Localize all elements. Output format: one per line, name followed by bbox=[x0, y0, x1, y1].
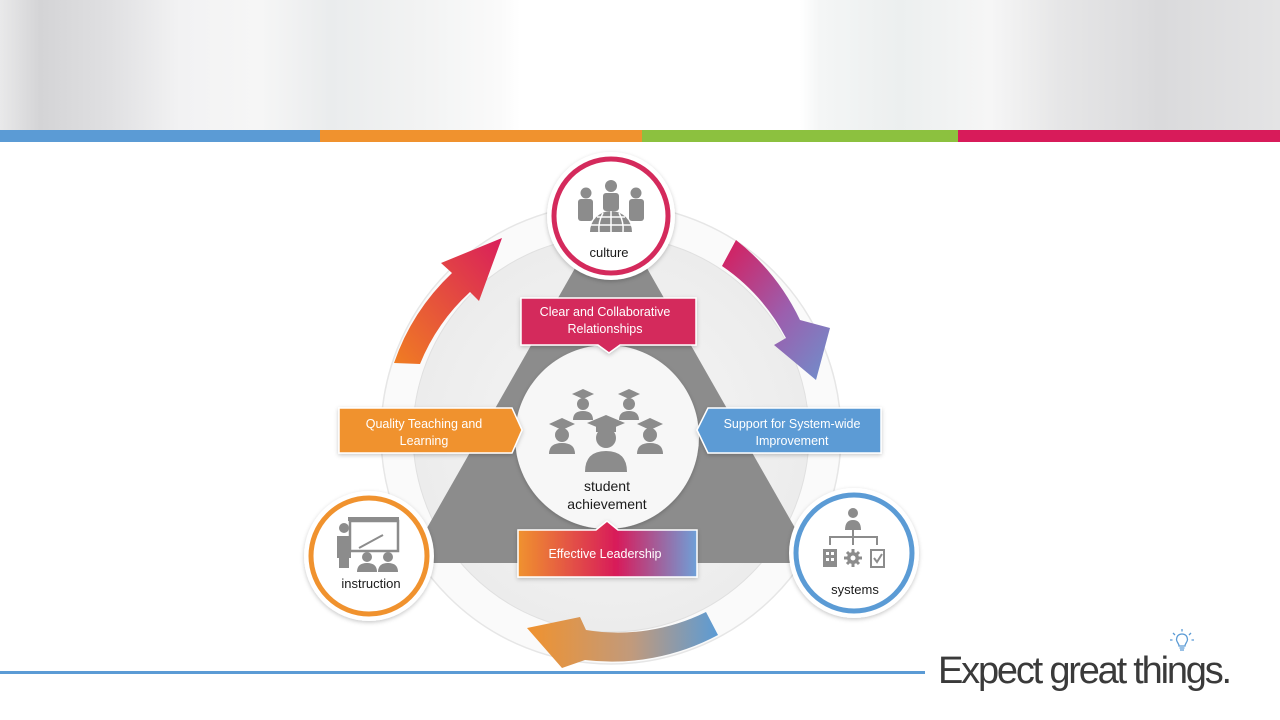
lightbulb-icon bbox=[1170, 629, 1194, 651]
arrow-instruction-to-culture bbox=[394, 238, 502, 364]
center-label-line2: achievement bbox=[567, 496, 646, 512]
connector-teaching bbox=[338, 407, 523, 454]
center-label-line1: student bbox=[584, 478, 630, 494]
arrow-culture-to-systems bbox=[722, 240, 830, 380]
stripe-orange bbox=[320, 130, 642, 142]
header-banner bbox=[0, 0, 1280, 130]
connector-support-line2: Improvement bbox=[756, 434, 829, 448]
org-chart-icon bbox=[823, 508, 885, 568]
node-culture-label: culture bbox=[589, 245, 628, 260]
stripe-blue bbox=[0, 130, 320, 142]
connector-support-line1: Support for System-wide bbox=[724, 417, 861, 431]
node-systems-label: systems bbox=[831, 582, 879, 597]
connector-support bbox=[696, 407, 882, 454]
node-systems: systems bbox=[789, 488, 919, 618]
teacher-board-icon bbox=[337, 517, 400, 572]
arrow-systems-to-instruction bbox=[527, 612, 718, 668]
team-globe-icon bbox=[578, 180, 644, 233]
node-instruction-label: instruction bbox=[341, 576, 400, 591]
node-culture: culture bbox=[547, 152, 675, 280]
graduates-group-icon bbox=[549, 389, 663, 472]
stripe-green bbox=[642, 130, 958, 142]
connector-leadership bbox=[517, 520, 698, 578]
connector-relationships bbox=[520, 297, 697, 354]
connector-relationships-line2: Relationships bbox=[567, 322, 642, 336]
connector-leadership-label: Effective Leadership bbox=[548, 547, 661, 561]
connector-teaching-line2: Learning bbox=[400, 434, 449, 448]
tagline: Expect great things. bbox=[938, 650, 1232, 692]
node-instruction: instruction bbox=[304, 491, 434, 621]
footer-divider-line bbox=[0, 671, 925, 674]
stripe-red bbox=[958, 130, 1280, 142]
connector-teaching-line1: Quality Teaching and bbox=[366, 417, 483, 431]
color-stripe-bar bbox=[0, 130, 1280, 142]
connector-relationships-line1: Clear and Collaborative bbox=[540, 305, 671, 319]
